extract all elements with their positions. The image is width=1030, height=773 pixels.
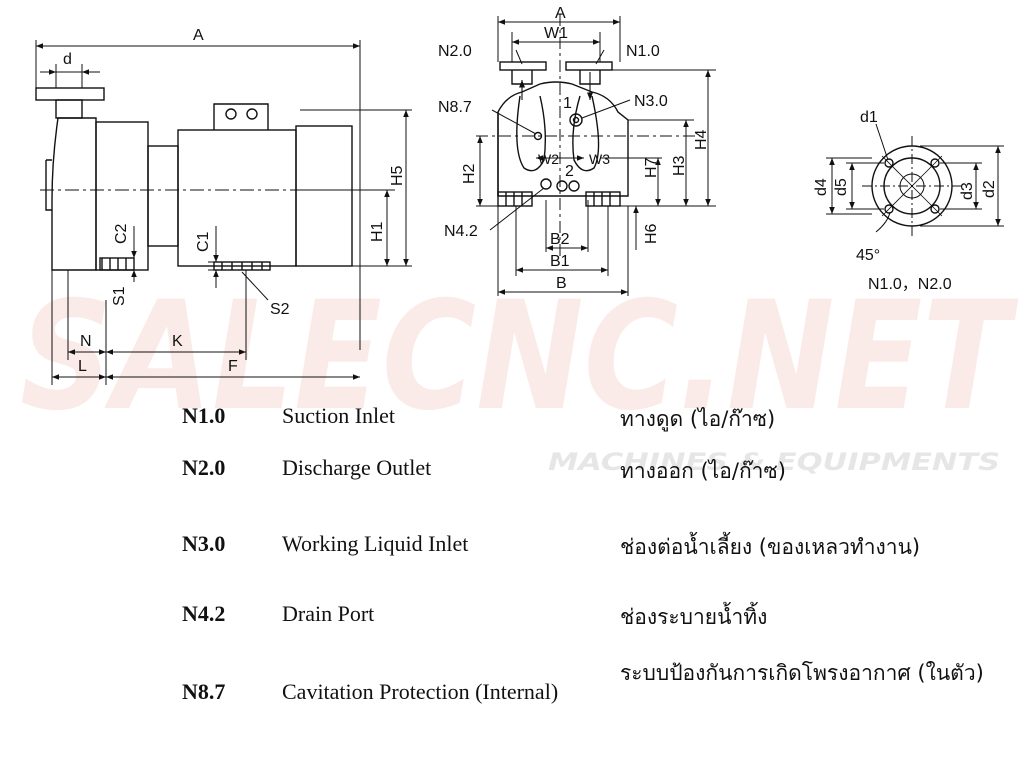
dim-label: S1: [111, 286, 128, 306]
dim-label: W2: [538, 151, 559, 167]
dim-label: d3: [959, 182, 976, 200]
dim-label: d5: [833, 178, 850, 196]
dim-label: C1: [195, 231, 212, 252]
dim-label: C2: [113, 223, 130, 244]
marker-label: 2: [565, 163, 574, 180]
legend-thai: ช่องระบายน้ำทิ้ง: [620, 605, 768, 629]
dim-label: d4: [813, 178, 830, 196]
angle-label: 45°: [856, 247, 880, 264]
dim-label: B2: [550, 231, 570, 248]
legend-english: Working Liquid Inlet: [282, 531, 469, 556]
dim-label: W3: [589, 151, 610, 167]
port-label: N1.0: [626, 43, 660, 60]
legend-thai: ช่องต่อน้ำเลี้ยง (ของเหลวทำงาน): [620, 535, 921, 559]
front-view: [476, 14, 716, 296]
watermark-tagline: MACHINES & EQUIPMENTS: [548, 448, 1000, 476]
dim-label: A: [193, 27, 204, 44]
dim-label: N: [80, 333, 92, 350]
dim-label: H7: [643, 157, 660, 178]
dim-label: H5: [389, 165, 406, 186]
flange-view: [826, 123, 1004, 236]
flange-caption: N1.0，N2.0: [868, 276, 952, 293]
front-view-labels: A W1 N2.0 N1.0 N8.7 N3.0 N4.2 1 2 W2 W3 …: [438, 5, 710, 292]
dim-label: L: [78, 358, 87, 375]
legend-english: Suction Inlet: [282, 403, 396, 428]
watermark-brand: SALECNC.NET: [20, 270, 1019, 444]
technical-drawing: A d C2 C1 S1 S2 H5 H1 N K L F: [35, 5, 1004, 385]
dim-label: W1: [544, 25, 568, 42]
dim-label: F: [228, 358, 238, 375]
legend-code: N3.0: [182, 531, 226, 556]
legend-code: N4.2: [182, 601, 226, 626]
legend-thai: ระบบป้องกันการเกิดโพรงอากาศ (ในตัว): [620, 661, 984, 685]
dim-label: d2: [981, 180, 998, 198]
dim-label: d1: [860, 109, 878, 126]
legend-english: Discharge Outlet: [282, 455, 432, 480]
dim-label: K: [172, 333, 183, 350]
flange-view-labels: d1 d4 d5 d3 d2 45° N1.0，N2.0: [813, 109, 998, 293]
legend-english: Drain Port: [282, 601, 375, 626]
dim-label: H6: [643, 223, 660, 244]
legend-thai: ทางออก (ไอ/ก๊าซ): [620, 459, 786, 483]
legend-code: N8.7: [182, 679, 226, 704]
legend-code: N2.0: [182, 455, 226, 480]
side-view-labels: A d C2 C1 S1 S2 H5 H1 N K L F: [63, 27, 406, 375]
marker-label: 1: [563, 95, 572, 112]
port-legend: N1.0 Suction Inlet ทางดูด (ไอ/ก๊าซ) N2.0…: [0, 395, 1030, 773]
dim-label: H1: [369, 221, 386, 242]
legend-code: N1.0: [182, 403, 226, 428]
port-label: N2.0: [438, 43, 472, 60]
port-label: N8.7: [438, 99, 472, 116]
dim-label: B: [556, 275, 567, 292]
port-label: N3.0: [634, 93, 668, 110]
port-label: N4.2: [444, 223, 478, 240]
dim-label: H4: [693, 129, 710, 150]
dim-label: B1: [550, 253, 570, 270]
dim-label: d: [63, 51, 72, 68]
dim-label: H2: [461, 163, 478, 184]
dim-label: S2: [270, 301, 290, 318]
legend-thai: ทางดูด (ไอ/ก๊าซ): [620, 407, 776, 431]
side-view: [35, 40, 412, 385]
legend-english: Cavitation Protection (Internal): [282, 679, 559, 704]
dim-label: H3: [671, 155, 688, 176]
dim-label: A: [555, 5, 566, 22]
